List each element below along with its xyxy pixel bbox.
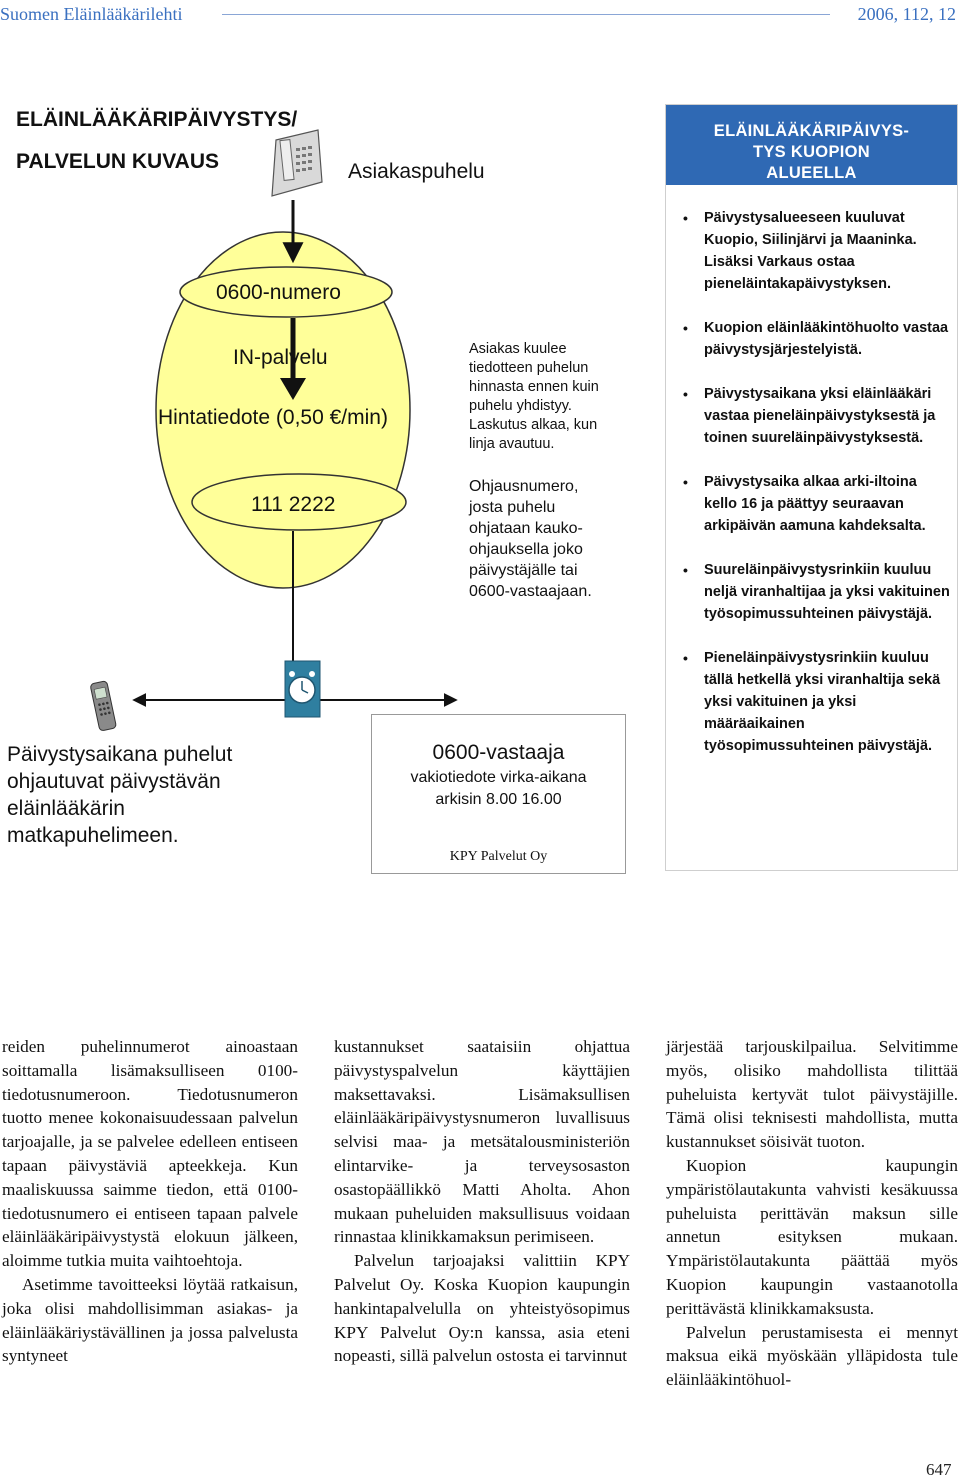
kuopio-sidebar: ELÄINLÄÄKÄRIPÄIVYS- TYS KUOPION ALUEELLA… <box>665 104 958 871</box>
price-note-line: tiedotteen puhelun <box>469 360 589 376</box>
routing-note-line: ohjataan kauko- <box>469 520 583 537</box>
routing-note-line: ohjauksella joko <box>469 541 583 558</box>
running-header: Suomen Eläinlääkärilehti 2006, 112, 12 <box>0 0 960 30</box>
desk-phone-icon <box>271 129 323 197</box>
routing-note: Ohjausnumero, josta puhelu ohjataan kauk… <box>469 476 592 602</box>
price-note-line: hinnasta ennen kuin <box>469 379 599 395</box>
routing-note-line: 0600-vastaajaan. <box>469 583 592 600</box>
customer-call-label: Asiakaspuhelu <box>348 160 485 183</box>
header-rule <box>222 14 830 15</box>
paragraph: reiden puhelinnumerot ainoastaan soittam… <box>2 1037 298 1271</box>
number-0600-label: 0600-numero <box>216 281 341 304</box>
mobile-phone-icon <box>90 680 117 731</box>
price-note-line: Laskutus alkaa, kun <box>469 417 598 433</box>
sidebar-bullet: Päivystysaika alkaa arki-iltoina kello 1… <box>678 471 953 537</box>
diagram-title-line2: PALVELUN KUVAUS <box>16 150 220 173</box>
sidebar-bullet-list: Päivystysalueeseen kuuluvat Kuopio, Siil… <box>678 207 953 779</box>
answering-service-title: 0600-vastaaja <box>432 741 565 764</box>
issue-info: 2006, 112, 12 <box>857 4 956 24</box>
routing-note-line: Ohjausnumero, <box>469 478 579 495</box>
price-note-line: puhelu yhdistyy. <box>469 398 572 414</box>
sidebar-bullet: Suureläinpäivystysrinkiin kuuluu neljä v… <box>678 559 953 625</box>
paragraph: Asetimme tavoitteeksi löytää ratkaisun, … <box>2 1274 298 1366</box>
journal-name: Suomen Eläinlääkärilehti <box>0 4 183 24</box>
routing-note-line: päivystäjälle tai <box>469 562 578 579</box>
service-diagram <box>90 129 458 731</box>
answering-service-box: 0600-vastaaja vakiotiedote virka-aikana … <box>371 714 626 874</box>
paragraph: Kuopion kaupungin ympäristölautakunta va… <box>666 1155 958 1318</box>
page-number: 647 <box>926 1460 952 1477</box>
provider-label: KPY Palvelut Oy <box>449 849 548 864</box>
sidebar-bullet: Pieneläinpäivystysrinkiin kuuluu tällä h… <box>678 647 953 757</box>
price-note-line: Asiakas kuulee <box>469 341 567 357</box>
body-column-1: reiden puhelinnumerot ainoastaan soittam… <box>2 1035 298 1368</box>
number-111-ellipse <box>191 473 407 531</box>
arrow-head-in <box>280 378 306 400</box>
mobile-routing-line: matkapuhelimeen. <box>7 824 179 847</box>
answering-service-line1: vakiotiedote virka-aikana <box>410 769 587 786</box>
sidebar-heading-line: ELÄINLÄÄKÄRIPÄIVYS- <box>713 122 910 140</box>
mobile-routing-line: Päivystysaikana puhelut <box>7 743 233 766</box>
sidebar-heading-line: TYS KUOPION <box>753 143 870 161</box>
in-service-label: IN-palvelu <box>233 346 328 369</box>
sidebar-heading: ELÄINLÄÄKÄRIPÄIVYS- TYS KUOPION ALUEELLA <box>666 105 957 185</box>
paragraph: järjestää tarjouskilpailua. Selvitimme m… <box>666 1037 958 1152</box>
sidebar-bullet: Päivystysaikana yksi eläinlääkäri vastaa… <box>678 383 953 449</box>
sidebar-bullet: Kuopion eläinlääkintöhuolto vastaa päivy… <box>678 317 953 361</box>
mobile-routing-line: ohjautuvat päivystävän <box>7 770 221 793</box>
routing-note-line: josta puhelu <box>469 499 556 516</box>
number-111-label: 111 2222 <box>251 493 336 516</box>
mobile-routing-text: Päivystysaikana puhelut ohjautuvat päivy… <box>7 741 232 849</box>
mobile-routing-line: eläinlääkärin <box>7 797 125 820</box>
answering-service-line2: arkisin 8.00 16.00 <box>435 791 562 808</box>
paragraph: kustannukset saataisiin ohjattua päivyst… <box>334 1037 630 1247</box>
body-column-3: järjestää tarjouskilpailua. Selvitimme m… <box>666 1035 958 1392</box>
paragraph: Palvelun perustamisesta ei mennyt maksua… <box>666 1322 958 1390</box>
number-0600-ellipse <box>179 266 393 318</box>
body-column-2: kustannukset saataisiin ohjattua päivyst… <box>334 1035 630 1368</box>
diagram-title-line1: ELÄINLÄÄKÄRIPÄIVYSTYS/ <box>16 108 298 131</box>
price-note-line: linja avautuu. <box>469 436 555 452</box>
sidebar-bullet: Päivystysalueeseen kuuluvat Kuopio, Siil… <box>678 207 953 295</box>
price-note: Asiakas kuulee tiedotteen puhelun hinnas… <box>469 340 599 454</box>
price-notice-label: Hintatiedote (0,50 €/min) <box>158 406 388 429</box>
alarm-clock-icon <box>284 660 321 718</box>
sidebar-heading-line: ALUEELLA <box>766 164 857 182</box>
paragraph: Palvelun tarjoajaksi valittiin KPY Palve… <box>334 1251 630 1366</box>
